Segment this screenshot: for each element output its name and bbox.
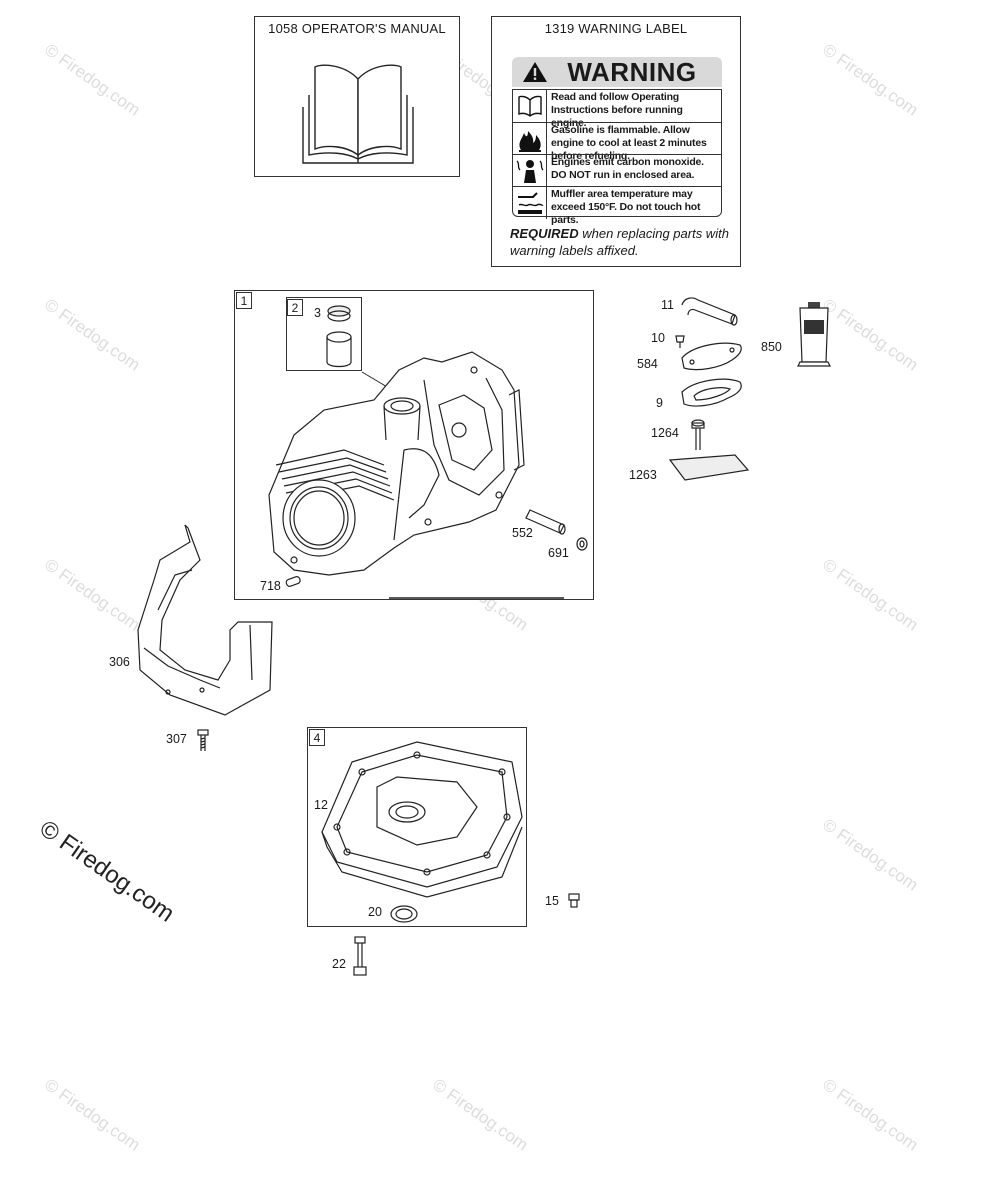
ref-tag-2: 2 (287, 299, 303, 316)
ref-tag-1: 1 (236, 292, 252, 309)
callout-306[interactable]: 306 (109, 655, 130, 669)
warning-required-note: REQUIRED when replacing parts with warni… (510, 225, 740, 259)
watermark: © Firedog.com (429, 1075, 532, 1155)
required-text: when replacing parts with warning labels… (510, 226, 729, 258)
callout-552[interactable]: 552 (512, 526, 533, 540)
operators-manual-box[interactable]: 1058 OPERATOR'S MANUAL (254, 16, 460, 177)
air-guide-shield-drawing (137, 524, 273, 716)
callout-1263[interactable]: 1263 (629, 468, 657, 482)
warning-row: Engines emit carbon monoxide. DO NOT run… (513, 154, 721, 187)
callout-584[interactable]: 584 (637, 357, 658, 371)
plug-15-drawing (568, 893, 580, 908)
watermark: © Firedog.com (819, 815, 922, 895)
fire-icon (513, 123, 547, 155)
cylinder-block-drawing (268, 305, 588, 599)
warning-label-box[interactable]: 1319 WARNING LABEL WARNING Read and foll… (491, 16, 741, 267)
warning-row: Muffler area temperature may exceed 150°… (513, 186, 721, 226)
callout-10[interactable]: 10 (651, 331, 665, 345)
callout-1264[interactable]: 1264 (651, 426, 679, 440)
callout-850[interactable]: 850 (761, 340, 782, 354)
watermark: © Firedog.com (819, 40, 922, 120)
ref-tag-4: 4 (309, 729, 325, 746)
screw-307-drawing (197, 729, 209, 751)
warning-triangle-icon (523, 62, 547, 82)
watermark: © Firedog.com (819, 1075, 922, 1155)
bolt-22-drawing (353, 936, 367, 976)
sump-drawing (321, 741, 523, 923)
watermark: © Firedog.com (41, 40, 144, 120)
callout-20[interactable]: 20 (368, 905, 382, 919)
operators-manual-title: 1058 OPERATOR'S MANUAL (268, 21, 446, 36)
watermark-large: © Firedog.com (34, 815, 180, 928)
warning-label-title: 1319 WARNING LABEL (544, 21, 688, 36)
callout-307[interactable]: 307 (166, 732, 187, 746)
callout-12[interactable]: 12 (314, 798, 328, 812)
warning-row-text: Engines emit carbon monoxide. DO NOT run… (551, 156, 704, 181)
warning-row: Read and follow Operating Instructions b… (513, 90, 721, 129)
sealant-tube-icon (797, 302, 831, 367)
watermark: © Firedog.com (41, 1075, 144, 1155)
callout-9[interactable]: 9 (656, 396, 663, 410)
callout-15[interactable]: 15 (545, 894, 559, 908)
callout-691[interactable]: 691 (548, 546, 569, 560)
watermark: © Firedog.com (819, 555, 922, 635)
watermark: © Firedog.com (41, 555, 144, 635)
warning-row-text: Read and follow Operating Instructions b… (551, 91, 683, 129)
callout-718[interactable]: 718 (260, 579, 281, 593)
callout-22[interactable]: 22 (332, 957, 346, 971)
warning-row-text: Gasoline is flammable. Allow engine to c… (551, 124, 707, 162)
fumes-icon (513, 155, 547, 187)
warning-row: Gasoline is flammable. Allow engine to c… (513, 122, 721, 162)
warning-header-text: WARNING (567, 57, 697, 87)
warning-rows: Read and follow Operating Instructions b… (512, 89, 722, 226)
watermark: © Firedog.com (41, 295, 144, 375)
callout-3[interactable]: 3 (314, 306, 321, 320)
required-label: REQUIRED (510, 226, 579, 241)
book-icon (302, 64, 414, 164)
warning-header: WARNING (512, 57, 722, 87)
manual-icon (513, 90, 547, 122)
warning-row-text: Muffler area temperature may exceed 150°… (551, 188, 701, 226)
loose-parts-drawing (668, 297, 831, 481)
callout-11[interactable]: 11 (661, 298, 674, 312)
hot-surface-icon (513, 187, 547, 219)
